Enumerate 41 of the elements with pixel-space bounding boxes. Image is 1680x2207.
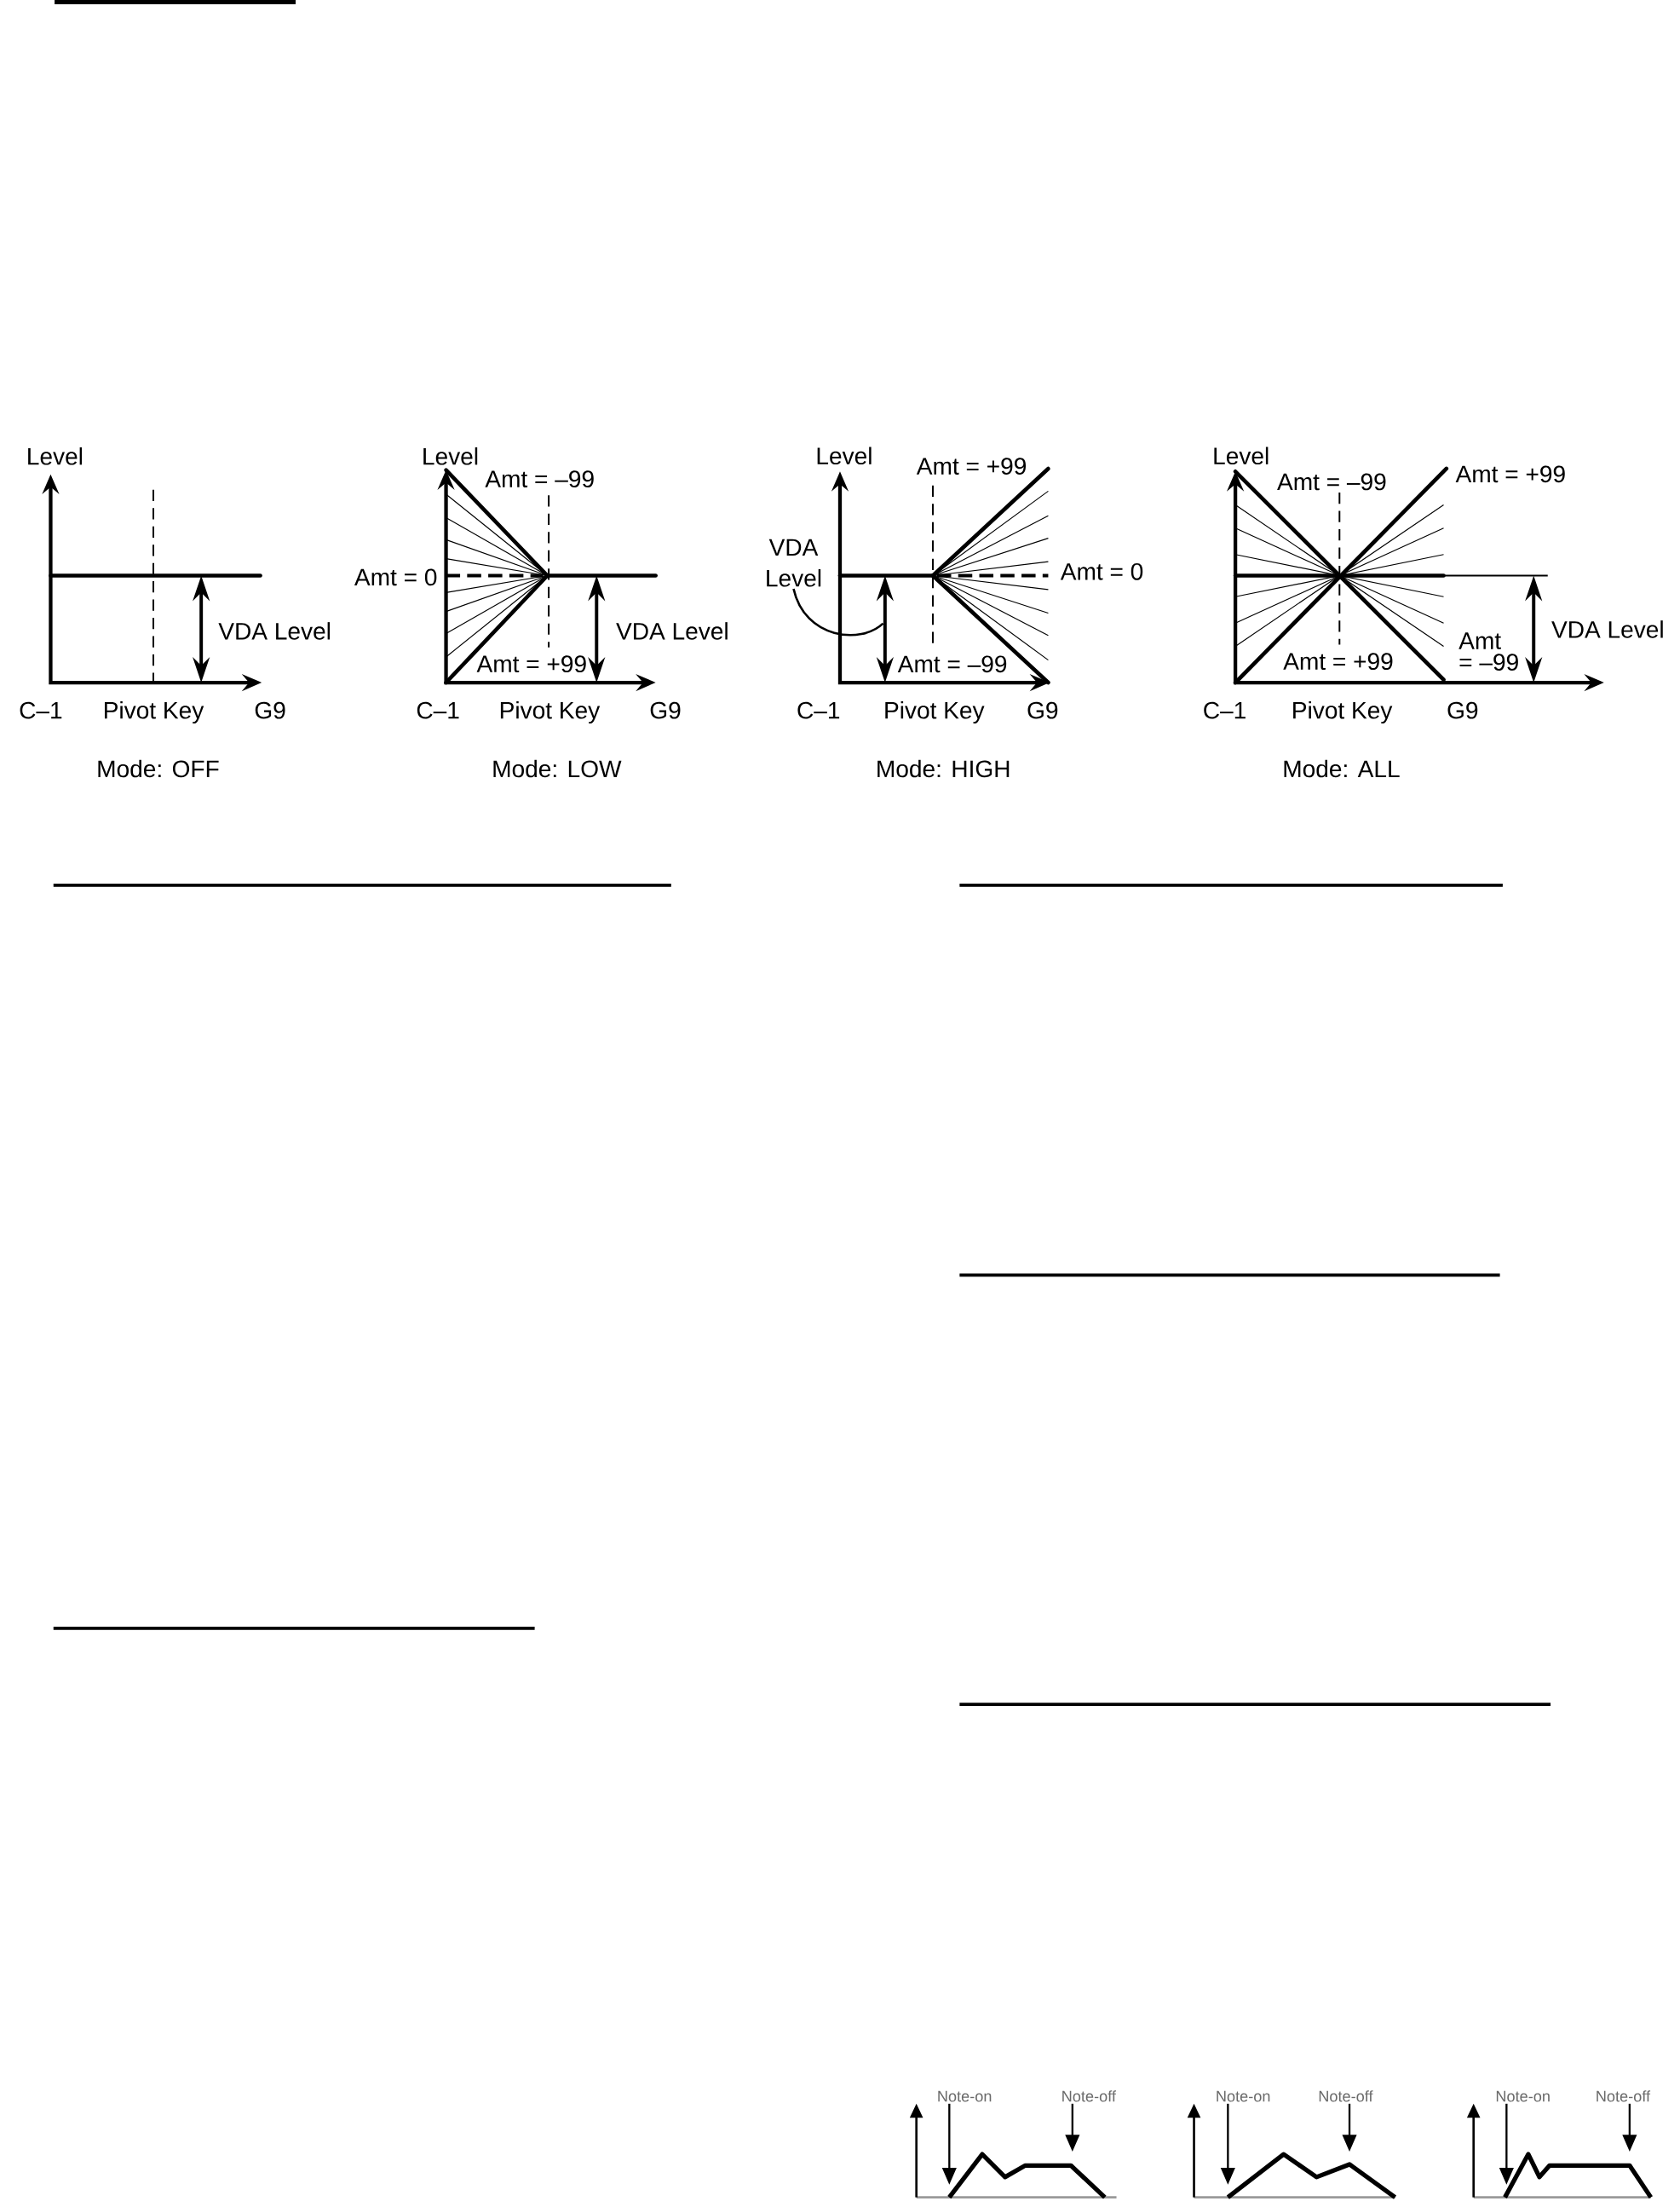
event-label: Note-off bbox=[1062, 2090, 1116, 2102]
dimension-label: VDA Level bbox=[218, 622, 331, 640]
axis-label: C–1 bbox=[20, 701, 62, 719]
line-label: Amt = +99 bbox=[476, 655, 586, 673]
dimension-label: VDA Level bbox=[767, 539, 821, 587]
graph-caption: Mode: HIGH bbox=[877, 759, 1010, 778]
axis-label: Level bbox=[423, 447, 478, 465]
graph-caption: Mode: ALL bbox=[1284, 759, 1400, 778]
axis-label: G9 bbox=[1447, 701, 1478, 719]
line-label: Amt = –99 bbox=[485, 470, 594, 488]
line-label: Amt = –99 bbox=[1458, 632, 1518, 671]
axis-label: Pivot Key bbox=[105, 700, 204, 724]
axis-label: C–1 bbox=[797, 701, 840, 719]
line-label: Amt = +99 bbox=[1283, 653, 1393, 671]
line-label: Amt = 0 bbox=[1060, 562, 1143, 580]
dimension-label: VDA Level bbox=[1551, 620, 1663, 638]
line-label: Amt = +99 bbox=[916, 458, 1027, 475]
dimension-label: VDA Level bbox=[616, 622, 728, 640]
axis-label: G9 bbox=[255, 701, 285, 719]
axis-label: Pivot Key bbox=[500, 700, 601, 724]
event-label: Note-off bbox=[1319, 2090, 1373, 2102]
axis-label: Level bbox=[28, 447, 83, 465]
event-label: Note-off bbox=[1597, 2090, 1651, 2102]
line-label: Amt = –99 bbox=[1277, 473, 1386, 491]
graph-caption: Mode: OFF bbox=[98, 759, 219, 778]
graph-caption: Mode: LOW bbox=[493, 759, 622, 778]
axis-label: C–1 bbox=[417, 701, 459, 719]
event-label: Note-on bbox=[1217, 2090, 1270, 2102]
line-label: Amt = –99 bbox=[897, 655, 1007, 673]
axis-label: Level bbox=[1214, 447, 1269, 465]
axis-label: Level bbox=[817, 447, 872, 465]
axis-label: C–1 bbox=[1204, 701, 1246, 719]
axis-label: Pivot Key bbox=[1293, 700, 1393, 724]
event-label: Note-on bbox=[938, 2090, 992, 2102]
leader-line bbox=[792, 588, 884, 637]
line-label: Amt = 0 bbox=[354, 568, 437, 586]
axis-label: G9 bbox=[650, 701, 681, 719]
axis-label: Pivot Key bbox=[885, 700, 985, 724]
axis-label: G9 bbox=[1027, 701, 1058, 719]
line-label: Amt = +99 bbox=[1455, 465, 1565, 483]
event-label: Note-on bbox=[1496, 2090, 1550, 2102]
